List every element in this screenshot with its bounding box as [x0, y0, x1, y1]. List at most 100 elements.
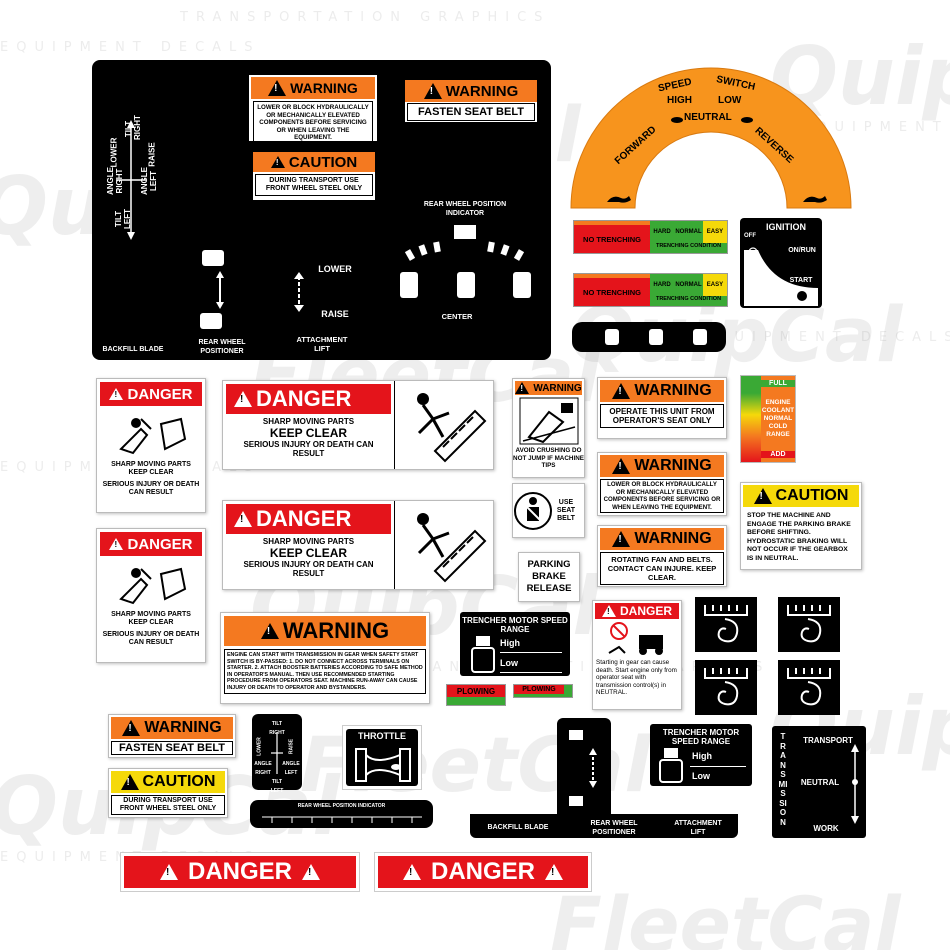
danger-title: DANGER: [430, 858, 535, 885]
trenching-condition-decal: NO TRENCHING HARD NORMAL EASY TRENCHING …: [573, 273, 728, 307]
warning-text: FASTEN SEAT BELT: [111, 741, 233, 755]
no-trenching-label: NO TRENCHING: [574, 274, 650, 306]
label-raise: RAISE: [288, 738, 295, 755]
warning-header: WARNING: [600, 455, 724, 477]
warning-triangle-icon: [612, 458, 631, 474]
plowing-decal: PLOWING: [446, 684, 506, 706]
hard-label: HARD: [650, 274, 675, 296]
label-rear-wheel-positioner: REAR WHEEL POSITIONER: [590, 820, 638, 836]
plowing-label: PLOWING: [447, 685, 505, 697]
warning-title: WARNING: [634, 457, 712, 474]
position-scale-icon: [262, 816, 422, 823]
warning-title: WARNING: [634, 530, 712, 547]
danger-line1: SHARP MOVING PARTS: [262, 537, 355, 546]
transmission-work-label: WORK: [813, 824, 839, 833]
speed-direction-arc-decal: [570, 67, 852, 209]
warning-text: ENGINE CAN START WITH TRANSMISSION IN GE…: [224, 649, 426, 694]
warning-triangle-icon: [753, 488, 772, 504]
warning-title: WARNING: [445, 82, 519, 100]
warning-text: OPERATE THIS UNIT FROM OPERATOR'S SEAT O…: [600, 404, 724, 428]
warning-triangle-icon: [270, 156, 285, 168]
ignition-switch-decal: IGNITION OFF ON/RUN START: [740, 218, 822, 308]
wheel-icons: [605, 329, 707, 345]
warning-triangle-icon: [612, 383, 631, 399]
warning-triangle-icon: [423, 83, 442, 99]
danger-strip-decal: DANGER: [120, 852, 360, 892]
rear-wheel-position-label: REAR WHEEL POSITION INDICATOR: [297, 803, 386, 809]
trencher-title: TRENCHER MOTOR SPEED RANGE: [462, 616, 568, 634]
person-entanglement-icon: [417, 513, 487, 583]
ignition-start-label: START: [789, 277, 813, 284]
label-tilt-left: TILT LEFT: [270, 779, 284, 794]
trencher-high-label: High: [500, 638, 520, 648]
warning-header: WARNING: [515, 381, 582, 395]
warning-text: LOWER OR BLOCK HYDRAULICALLY OR MECHANIC…: [600, 479, 724, 513]
caution-stop-machine-decal: CAUTION STOP THE MACHINE AND ENGAGE THE …: [740, 482, 862, 570]
warning-header: WARNING: [251, 77, 375, 99]
caution-transport-decal: CAUTION DURING TRANSPORT USE FRONT WHEEL…: [108, 768, 228, 818]
ignition-on-run-label: ON/RUN: [788, 247, 816, 254]
warning-rotating-fan-decal: WARNING ROTATING FAN AND BELTS. CONTACT …: [597, 525, 727, 587]
warning-triangle-icon: [402, 864, 421, 880]
blade-control-arrows-icon: [271, 732, 283, 774]
transmission-neutral-label: NEUTRAL: [800, 778, 840, 787]
up-down-arrow-icon: [294, 272, 304, 312]
label-attachment-lift: ATTACHMENT LIFT: [674, 820, 722, 836]
watermark-subtitle: TRANSPORTATION GRAPHICS: [180, 10, 551, 25]
warning-text: AVOID CRUSHING DO NOT JUMP IF MACHINE TI…: [513, 447, 584, 469]
trencher-low-label: Low: [500, 658, 518, 668]
warning-title: WARNING: [144, 719, 222, 736]
warning-engine-start-decal: WARNING ENGINE CAN START WITH TRANSMISSI…: [220, 612, 430, 704]
throttle-rabbit-turtle-icon: [355, 748, 411, 782]
label-backfill-blade: BACKFILL BLADE: [487, 824, 549, 831]
watermark-subtitle: EQUIPMENT DECALS: [700, 330, 950, 345]
danger-line1: SHARP MOVING PARTS: [111, 461, 191, 468]
warning-triangle-icon: [234, 391, 252, 407]
hand-entanglement-icon: [119, 567, 187, 605]
trencher-gauge-icon: [471, 636, 495, 673]
ignition-title: IGNITION: [766, 222, 806, 232]
transmission-transport-label: TRANSPORT: [803, 736, 853, 745]
warning-operate-seat-decal: WARNING OPERATE THIS UNIT FROM OPERATOR'…: [597, 377, 727, 439]
main-control-panel: WARNING LOWER OR BLOCK HYDRAULICALLY OR …: [92, 60, 551, 360]
danger-title: DANGER: [187, 858, 292, 885]
t-panel-upper: [557, 718, 611, 818]
caution-text: STOP THE MACHINE AND ENGAGE THE PARKING …: [747, 512, 851, 562]
label-rear-wheel-indicator: REAR WHEEL POSITION INDICATOR: [423, 201, 507, 217]
rear-wheel-positioner-icon: [200, 250, 224, 329]
caution-header: CAUTION: [743, 485, 859, 507]
warning-header: WARNING: [405, 80, 537, 102]
warning-triangle-icon: [268, 80, 287, 96]
warning-triangle-icon: [545, 864, 563, 880]
warning-header: WARNING: [111, 717, 233, 739]
coolant-range-label: ENGINE COOLANT NORMAL COLD RANGE: [761, 399, 795, 438]
danger-line1: SHARP MOVING PARTS: [111, 611, 191, 618]
danger-text: Starting in gear can cause death. Start …: [596, 659, 677, 696]
run-over-hazard-icon: [608, 622, 663, 655]
ignition-off-label: OFF: [744, 233, 756, 239]
warning-title: WARNING: [634, 382, 712, 399]
danger-header: DANGER: [378, 856, 588, 888]
danger-sharp-parts-small-decal: DANGER SHARP MOVING PARTS KEEP CLEAR SER…: [96, 378, 206, 513]
parking-brake-label: PARKING BRAKE RELEASE: [526, 559, 572, 594]
warning-triangle-icon: [159, 864, 178, 880]
rear-wheel-position-strip-decal: REAR WHEEL POSITION INDICATOR: [250, 800, 433, 828]
danger-line3: SERIOUS INJURY OR DEATH CAN RESULT: [243, 560, 374, 578]
normal-label: NORMAL: [674, 274, 703, 296]
blade-control-small-decal: TILT RIGHT LOWER RAISE ANGLE RIGHT ANGLE…: [252, 714, 302, 794]
danger-start-in-gear-decal: DANGER Starting in gear can cause death.…: [592, 600, 682, 710]
warning-header: WARNING: [224, 616, 426, 646]
hydraulic-spiral-icon: [787, 605, 831, 643]
trencher-speed-range-decal: TRENCHER MOTOR SPEED RANGE High Low: [650, 724, 752, 786]
danger-line2: KEEP CLEAR: [269, 426, 348, 440]
hand-entanglement-icon: [119, 417, 187, 455]
normal-label: NORMAL: [674, 221, 703, 243]
blade-control-arrows-icon: [116, 120, 146, 240]
transmission-label: TRANSMISSION: [778, 732, 788, 827]
transmission-decal: TRANSMISSION TRANSPORT NEUTRAL WORK: [772, 726, 866, 838]
warning-triangle-icon: [302, 864, 320, 880]
danger-line2: KEEP CLEAR: [269, 546, 348, 560]
warning-triangle-icon: [120, 774, 139, 790]
danger-line3: SERIOUS INJURY OR DEATH CAN RESULT: [102, 631, 200, 646]
label-rear-wheel-positioner: REAR WHEEL POSITIONER: [198, 339, 246, 355]
